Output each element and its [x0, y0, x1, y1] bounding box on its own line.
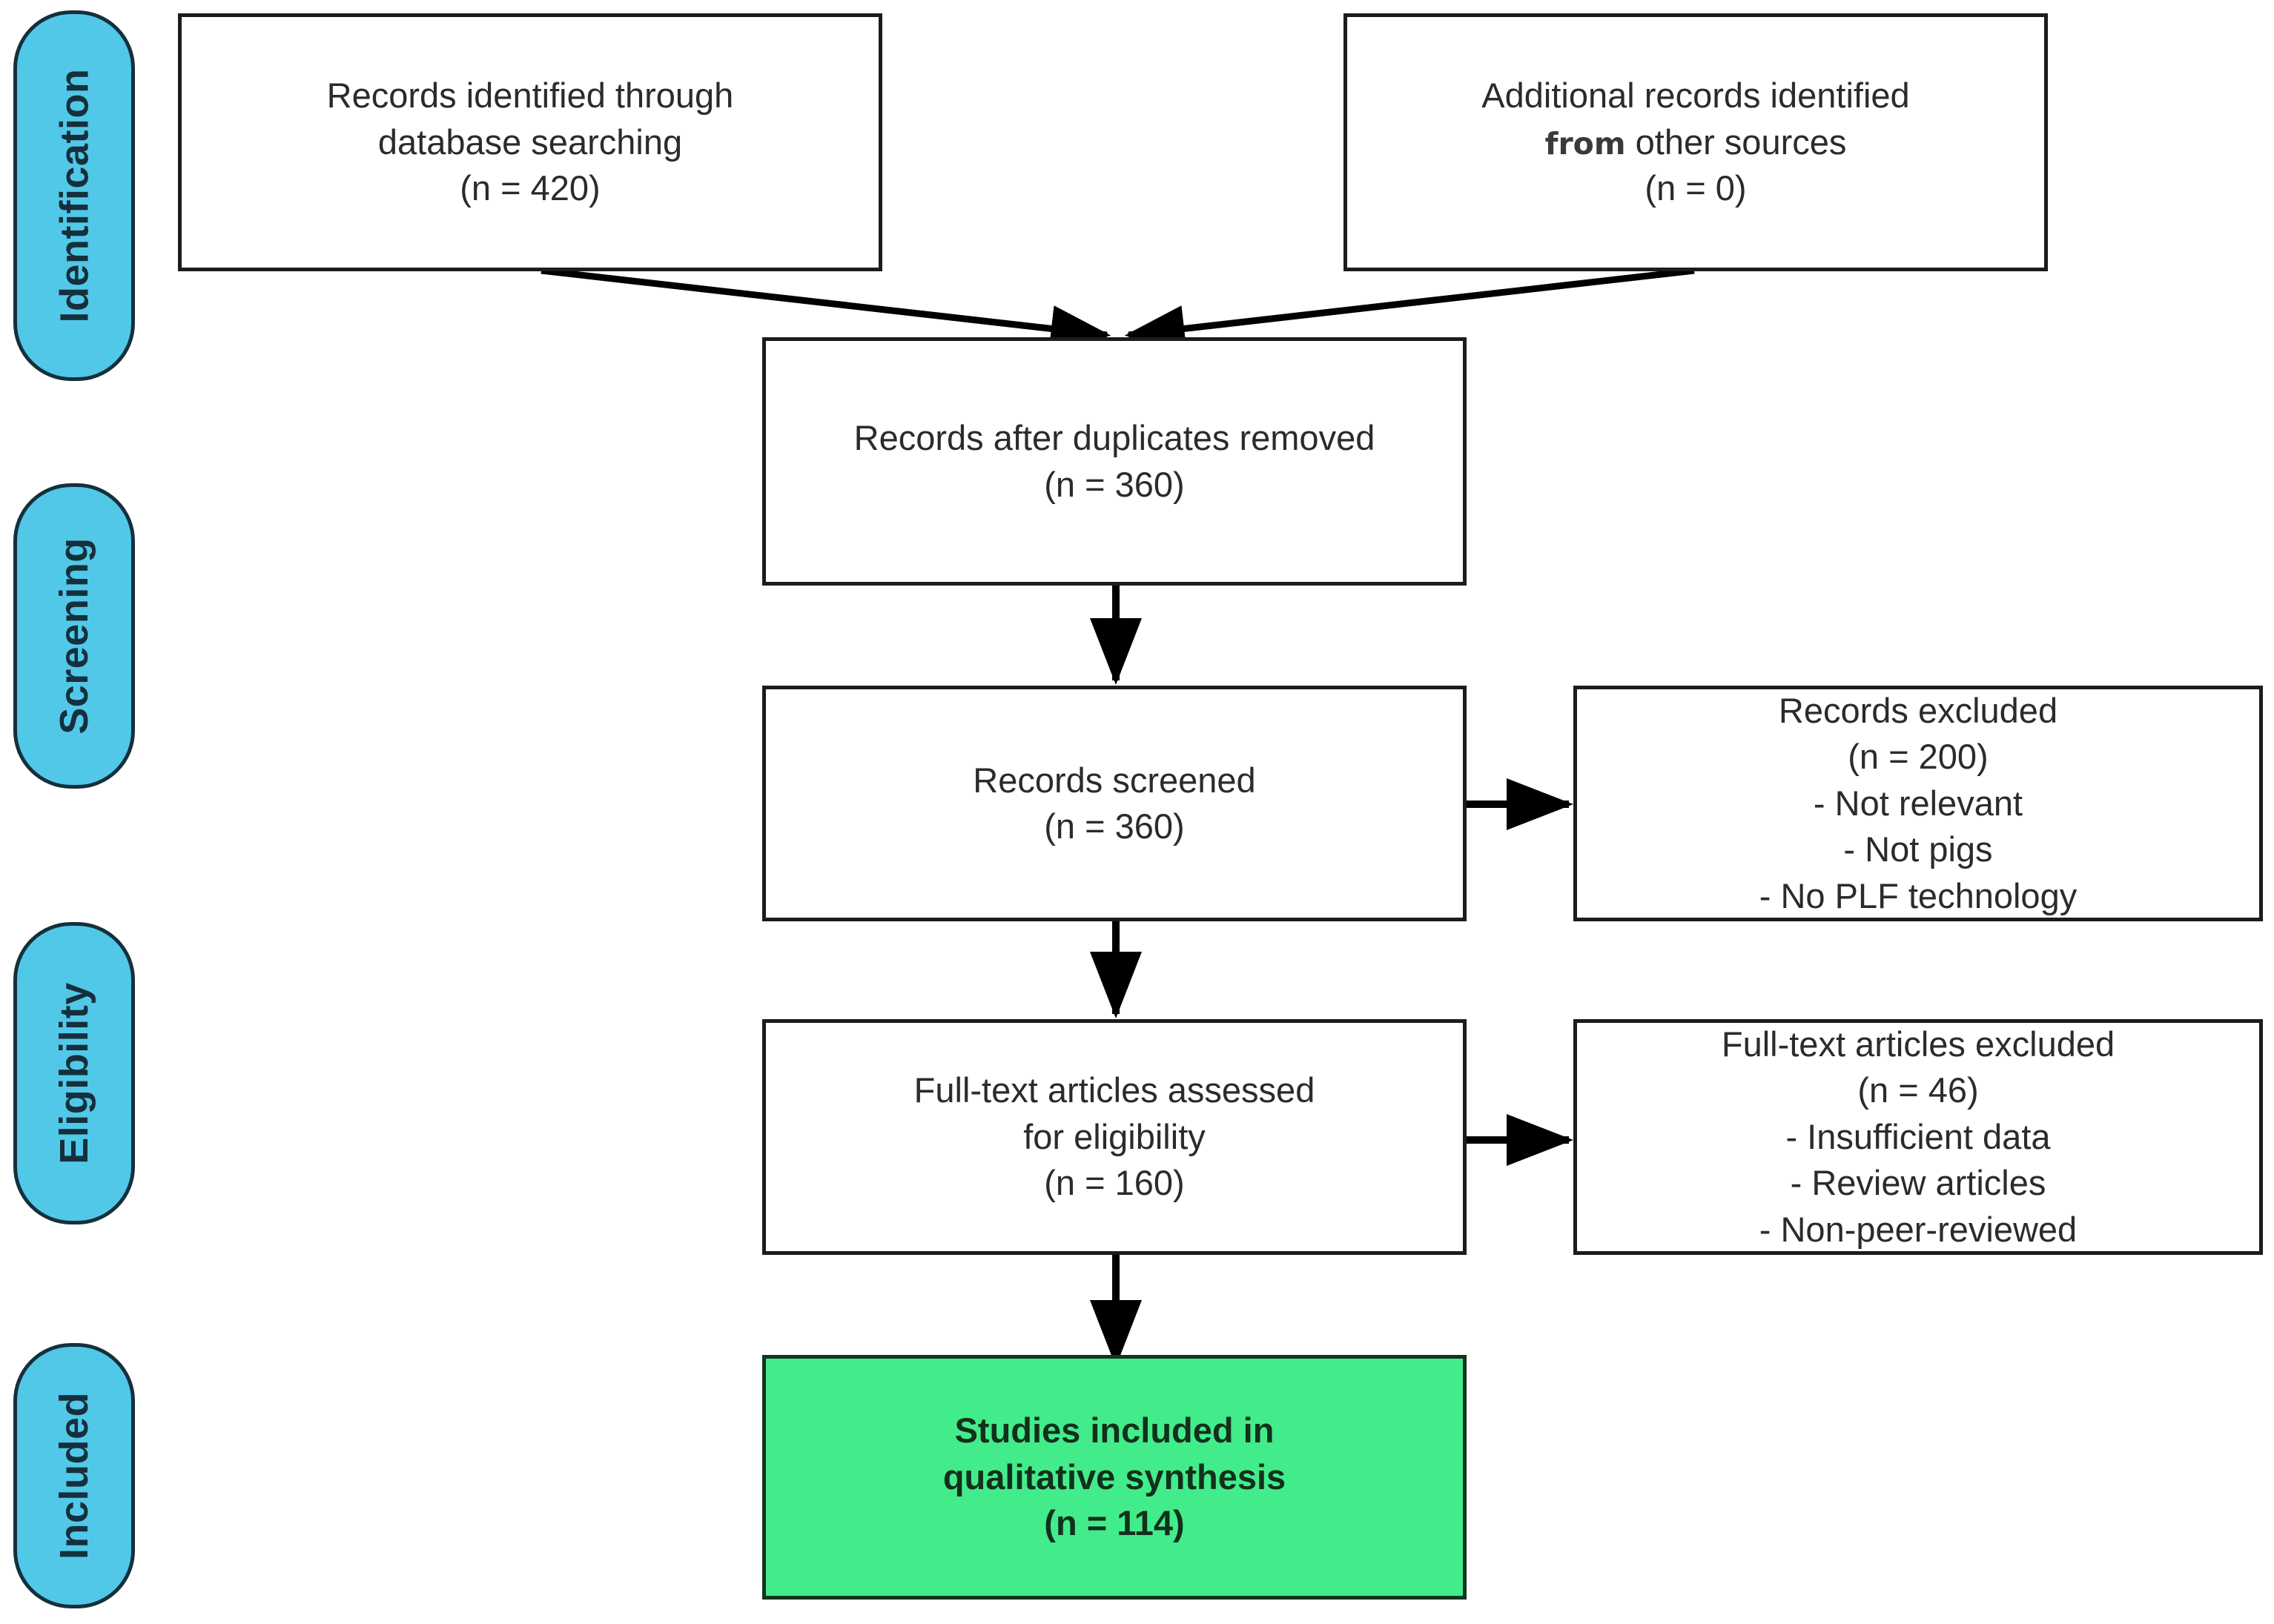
- box-line-3: (n = 160): [1044, 1163, 1185, 1203]
- box-fulltext-articles-assessed: Full-text articles assessed for eligibil…: [762, 1019, 1467, 1255]
- box-line-4: - Not pigs: [1843, 829, 1993, 869]
- stage-label-eligibility: Eligibility: [52, 982, 96, 1164]
- stage-pill-included: Included: [13, 1343, 135, 1608]
- substituted-word-from: from: [1544, 125, 1626, 162]
- box-line-1: Records after duplicates removed: [853, 418, 1375, 457]
- stage-label-screening: Screening: [52, 537, 96, 735]
- arrow-database-search-to-duplicates: [541, 267, 1111, 352]
- box-line-2: (n = 200): [1848, 737, 1989, 777]
- box-records-after-duplicates-removed-text: Records after duplicates removed (n = 36…: [841, 415, 1389, 508]
- box-fulltext-articles-assessed-text: Full-text articles assessed for eligibil…: [901, 1067, 1329, 1207]
- stage-pill-screening: Screening: [13, 483, 135, 789]
- box-line-2: database searching: [377, 122, 683, 162]
- stage-label-identification: Identification: [52, 68, 96, 323]
- stage-label-included: Included: [52, 1391, 97, 1560]
- box-line-2: from other sources: [1481, 119, 1909, 166]
- box-line-5: - Non-peer-reviewed: [1759, 1209, 2078, 1249]
- stage-pill-identification: Identification: [13, 10, 135, 381]
- box-line-2: (n = 46): [1857, 1070, 1979, 1110]
- box-records-excluded-text: Records excluded (n = 200) - Not relevan…: [1746, 688, 2090, 920]
- box-records-screened: Records screened (n = 360): [762, 686, 1467, 921]
- box-fulltext-articles-excluded-text: Full-text articles excluded (n = 46) - I…: [1708, 1021, 2128, 1253]
- box-line-2: (n = 360): [1044, 806, 1185, 846]
- box-line-1: Records identified through: [326, 76, 734, 116]
- box-line-1: Records screened: [973, 760, 1256, 800]
- box-line-5: - No PLF technology: [1759, 875, 2078, 915]
- box-additional-records-other-sources-text: Additional records identified from other…: [1468, 73, 1923, 212]
- box-records-identified-database-text: Records identified through database sear…: [314, 73, 747, 212]
- box-line-1: Full-text articles excluded: [1721, 1024, 2115, 1064]
- box-line-3: (n = 114): [1044, 1503, 1185, 1543]
- box-line-1: Additional records identified: [1481, 76, 1910, 116]
- box-studies-included-text: Studies included in qualitative synthesi…: [930, 1408, 1299, 1547]
- box-records-screened-text: Records screened (n = 360): [959, 758, 1269, 850]
- box-records-after-duplicates-removed: Records after duplicates removed (n = 36…: [762, 337, 1467, 586]
- box-records-excluded: Records excluded (n = 200) - Not relevan…: [1573, 686, 2263, 921]
- box-line-2-rest: other sources: [1625, 122, 1847, 162]
- arrow-other-sources-to-duplicates: [1124, 267, 1695, 352]
- box-records-identified-database: Records identified through database sear…: [178, 13, 882, 271]
- box-line-4: - Review articles: [1790, 1163, 2046, 1203]
- box-line-1: Studies included in: [954, 1411, 1275, 1451]
- box-fulltext-articles-excluded: Full-text articles excluded (n = 46) - I…: [1573, 1019, 2263, 1255]
- box-studies-included: Studies included in qualitative synthesi…: [762, 1355, 1467, 1600]
- box-line-3: - Insufficient data: [1785, 1116, 2051, 1156]
- box-line-1: Records excluded: [1778, 690, 2058, 730]
- box-line-2: (n = 360): [1044, 464, 1185, 504]
- stage-pill-eligibility: Eligibility: [13, 922, 135, 1224]
- box-line-2: for eligibility: [1023, 1116, 1206, 1156]
- box-line-3: - Not relevant: [1813, 783, 2023, 823]
- box-line-2: qualitative synthesis: [942, 1456, 1286, 1497]
- box-additional-records-other-sources: Additional records identified from other…: [1343, 13, 2048, 271]
- box-line-3: (n = 420): [460, 168, 601, 208]
- box-line-3: (n = 0): [1645, 168, 1747, 208]
- box-line-1: Full-text articles assessed: [913, 1070, 1315, 1110]
